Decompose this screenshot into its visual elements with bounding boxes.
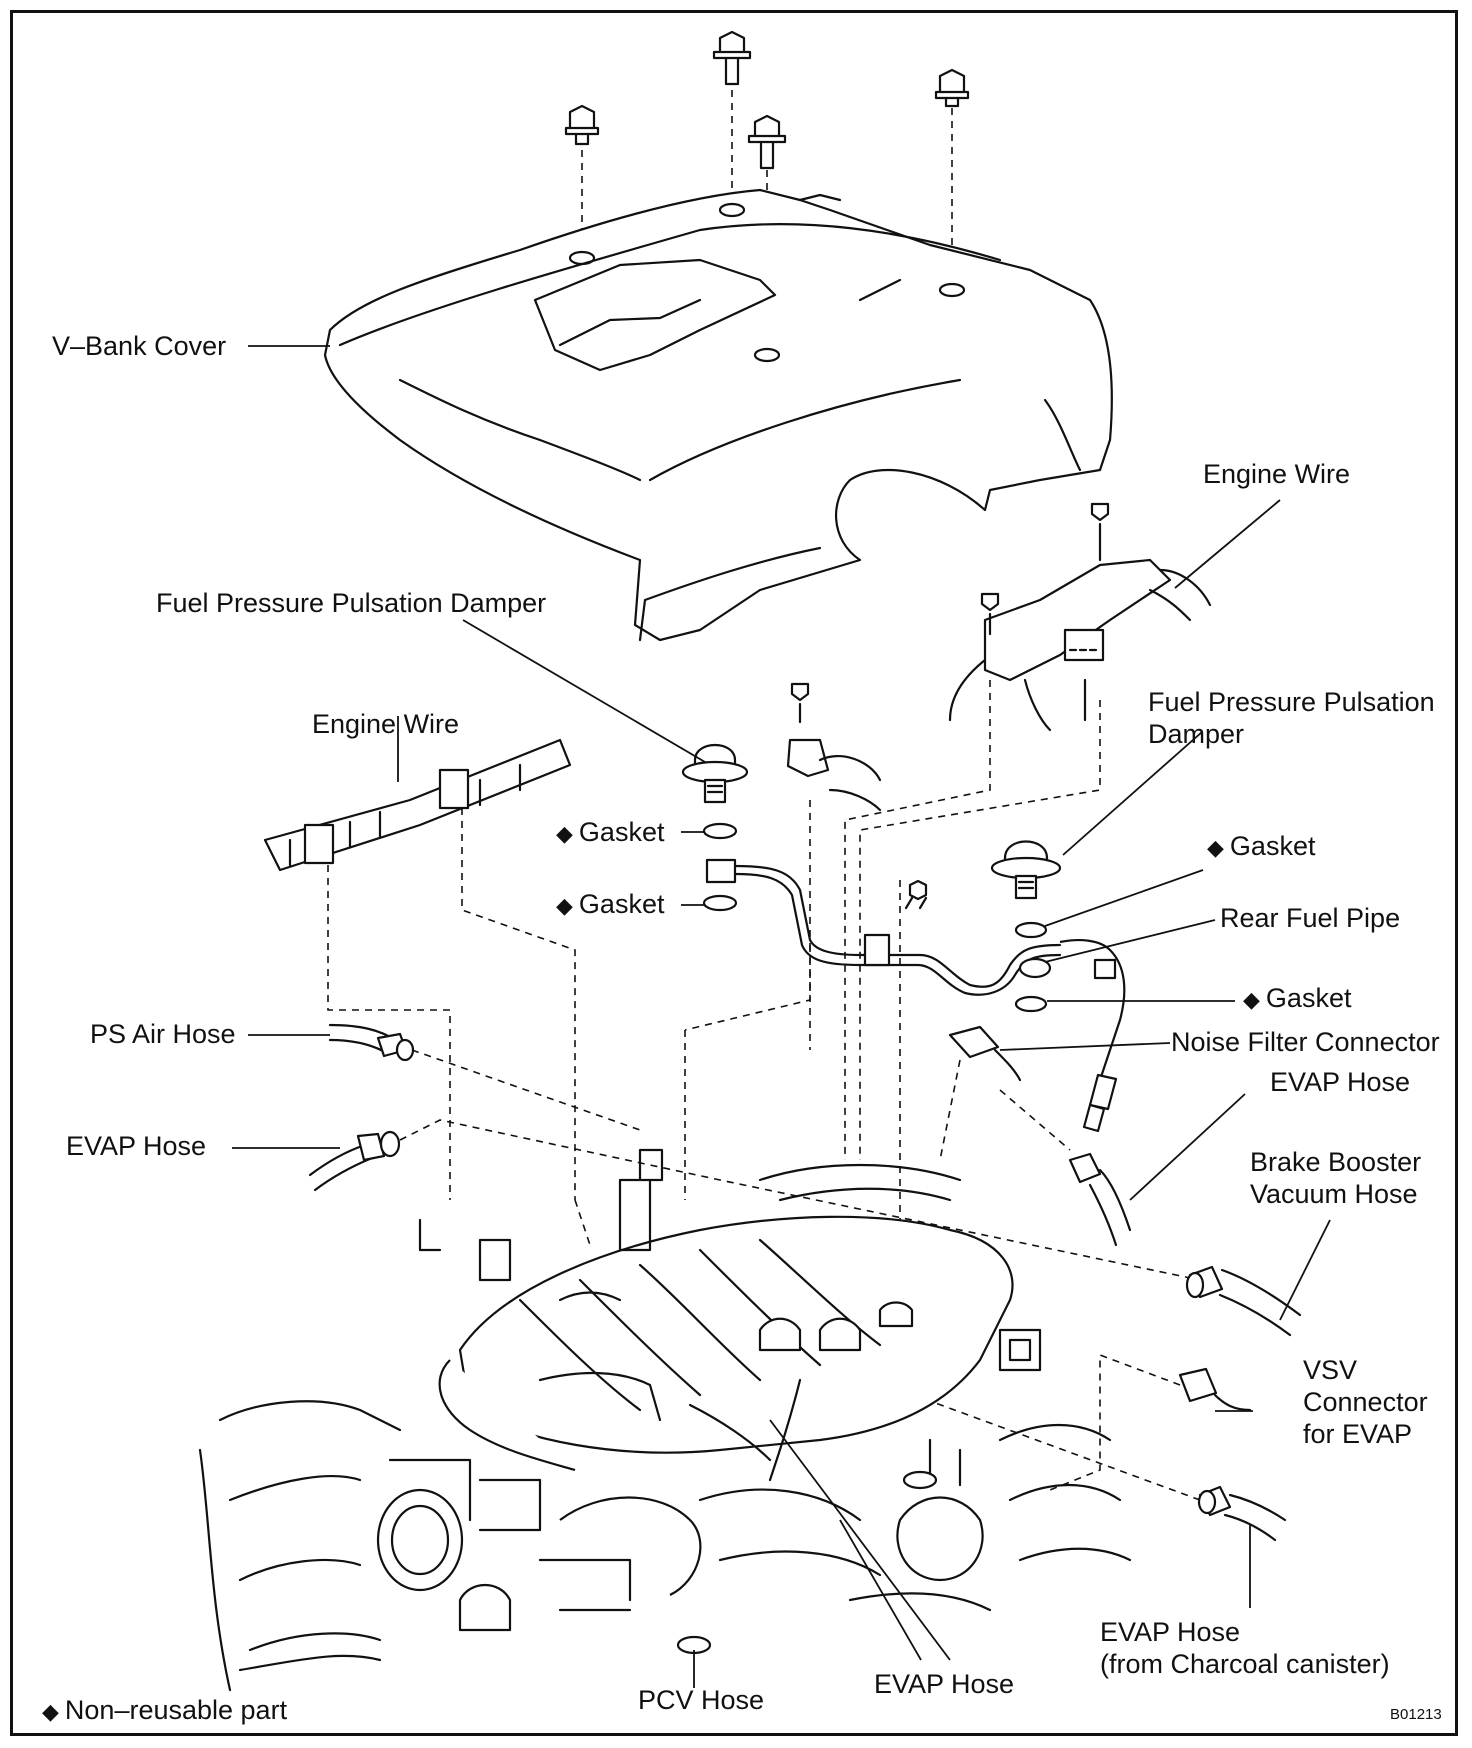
small-bolt-center <box>904 879 928 910</box>
label-v-bank-cover: V–Bank Cover <box>52 331 227 361</box>
gasket-3-washer <box>1014 921 1048 939</box>
fuel-pressure-pulsation-damper-right <box>990 840 1062 900</box>
brake-booster-vacuum-hose-part <box>1185 1265 1302 1337</box>
gasket-4-text: Gasket <box>1265 983 1352 1013</box>
non-reusable-symbol: ◆ <box>556 821 573 846</box>
label-gasket-4: ◆Gasket <box>1243 982 1351 1016</box>
label-gasket-3: ◆Gasket <box>1207 830 1315 864</box>
cover-bolt-1 <box>564 104 600 146</box>
engine-wire-harness-left <box>263 738 572 872</box>
non-reusable-symbol: ◆ <box>1243 987 1260 1012</box>
v-bank-cover <box>323 188 1113 642</box>
label-fuel-pressure-pulsation-damper-left: Fuel Pressure Pulsation Damper <box>156 588 547 618</box>
engine-wire-harness-right <box>948 502 1212 732</box>
non-reusable-symbol: ◆ <box>556 893 573 918</box>
gasket-2-washer <box>702 894 738 912</box>
intake-manifold-engine <box>198 1148 1132 1692</box>
label-evap-hose-from-charcoal-canister: EVAP Hose (from Charcoal canister) <box>1100 1617 1390 1679</box>
ps-air-hose-part <box>328 1023 415 1062</box>
label-evap-hose-left: EVAP Hose <box>66 1131 207 1161</box>
evap-hose-canister-part <box>1197 1485 1287 1542</box>
label-engine-wire-left: Engine Wire <box>312 709 460 739</box>
evap-hose-right-part <box>1068 1152 1132 1247</box>
label-gasket-1: ◆Gasket <box>556 816 664 850</box>
label-evap-hose-right: EVAP Hose <box>1270 1067 1411 1097</box>
legend-text: Non–reusable part <box>64 1695 288 1725</box>
fuel-pipe-assembly <box>705 858 1126 1133</box>
evap-hose-left-part <box>308 1130 401 1192</box>
non-reusable-symbol: ◆ <box>1207 835 1224 860</box>
cover-bolt-4 <box>934 68 970 108</box>
label-ps-air-hose: PS Air Hose <box>90 1019 236 1049</box>
label-rear-fuel-pipe: Rear Fuel Pipe <box>1220 903 1401 933</box>
cover-bolt-2 <box>712 30 752 86</box>
wire-bracket-center <box>786 682 882 812</box>
label-engine-wire-right: Engine Wire <box>1203 459 1351 489</box>
gasket-1-washer <box>702 822 738 840</box>
leader-lines <box>232 345 1331 1688</box>
non-reusable-symbol: ◆ <box>42 1699 59 1724</box>
label-pcv-hose: PCV Hose <box>638 1685 765 1715</box>
label-evap-hose-bottom: EVAP Hose <box>874 1669 1015 1699</box>
gasket-4-washer <box>1014 995 1048 1013</box>
legend-non-reusable-part: ◆Non–reusable part <box>42 1694 287 1728</box>
gasket-3-text: Gasket <box>1229 831 1316 861</box>
label-noise-filter-connector: Noise Filter Connector <box>1171 1027 1440 1057</box>
label-brake-booster-vacuum-hose: Brake Booster Vacuum Hose <box>1250 1147 1422 1209</box>
gasket-2-text: Gasket <box>578 889 665 919</box>
vsv-connector-part <box>1178 1367 1252 1412</box>
label-fuel-pressure-pulsation-damper-right: Fuel Pressure Pulsation Damper <box>1148 687 1435 749</box>
fuel-pressure-pulsation-damper-left <box>681 744 749 804</box>
gasket-1-text: Gasket <box>578 817 665 847</box>
noise-filter-connector-part <box>948 1025 1022 1082</box>
label-gasket-2: ◆Gasket <box>556 888 664 922</box>
figure-reference-code: B01213 <box>1390 1706 1442 1723</box>
label-vsv-connector-for-evap: VSV Connector for EVAP <box>1303 1355 1428 1449</box>
cover-bolt-3 <box>747 114 787 170</box>
